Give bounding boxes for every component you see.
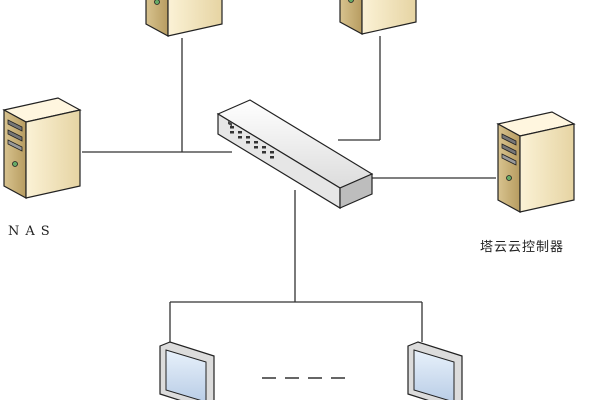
monitor-icon	[407, 341, 463, 400]
network-switch	[216, 99, 374, 210]
server-icon	[339, 0, 417, 35]
nas-server	[3, 97, 81, 199]
monitor-icon	[159, 341, 215, 400]
connection-lines	[82, 36, 496, 342]
server-icon	[497, 111, 575, 213]
client-right	[407, 341, 463, 400]
controller-server	[497, 111, 575, 213]
server-icon	[145, 0, 223, 37]
controller-label: 塔云云控制器	[480, 240, 565, 255]
nas-label: NAS	[8, 224, 56, 239]
switch-icon	[216, 99, 374, 210]
top-server-left	[145, 0, 223, 37]
server-icon	[3, 97, 81, 199]
client-left	[159, 341, 215, 400]
top-server-right	[339, 0, 417, 35]
